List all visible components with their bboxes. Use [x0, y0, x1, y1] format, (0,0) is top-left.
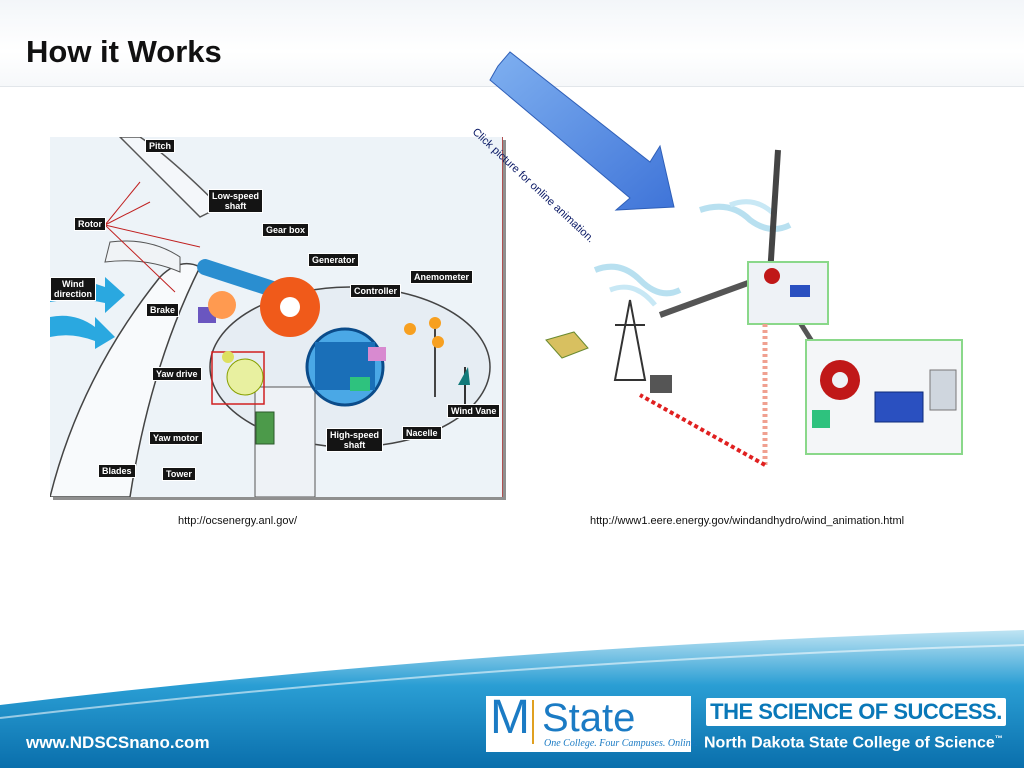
ndscs-trademark: ™: [994, 734, 1003, 743]
mstate-tagline: One College. Four Campuses. Online.: [544, 738, 698, 749]
page-title: How it Works: [26, 34, 222, 69]
wind-turbine-diagram[interactable]: Pitch Low-speed shaft Rotor Gear box Gen…: [50, 137, 503, 497]
label-nacelle: Nacelle: [402, 426, 442, 440]
label-yaw-drive: Yaw drive: [152, 367, 202, 381]
mstate-logo[interactable]: M State One College. Four Campuses. Onli…: [486, 691, 698, 752]
ndscs-slogan-box: THE SCIENCE OF SUCCESS.: [706, 698, 1006, 726]
label-low-speed-shaft: Low-speed shaft: [208, 189, 264, 213]
label-generator: Generator: [308, 253, 360, 267]
ndscs-logo[interactable]: THE SCIENCE OF SUCCESS. North Dakota Sta…: [700, 696, 1012, 756]
mstate-divider: [532, 700, 534, 744]
label-gear-box: Gear box: [262, 223, 310, 237]
mstate-word: State: [542, 696, 636, 740]
turbine-illustration: [50, 137, 491, 497]
label-pitch: Pitch: [145, 139, 176, 153]
diagram-caption: http://ocsenergy.anl.gov/: [178, 515, 298, 527]
label-yaw-motor: Yaw motor: [149, 431, 203, 445]
label-tower: Tower: [162, 467, 196, 481]
mstate-m: M: [490, 691, 530, 744]
animation-caption: http://www1.eere.energy.gov/windandhydro…: [590, 515, 905, 527]
ndscs-slogan: THE SCIENCE OF SUCCESS.: [710, 699, 1002, 724]
label-blades: Blades: [98, 464, 136, 478]
label-brake: Brake: [146, 303, 180, 317]
label-rotor: Rotor: [74, 217, 106, 231]
ndscs-name: North Dakota State College of Science: [704, 734, 995, 752]
label-high-speed-shaft: High-speed shaft: [326, 428, 384, 452]
label-controller: Controller: [350, 284, 402, 298]
footer-url[interactable]: www.NDSCSnano.com: [26, 733, 210, 752]
turbine-animation-picture[interactable]: [540, 140, 980, 480]
label-wind-vane: Wind Vane: [447, 404, 501, 418]
callout-arrow-icon: [489, 51, 675, 211]
label-anemometer: Anemometer: [410, 270, 474, 284]
label-wind-direction: Wind direction: [50, 277, 97, 301]
